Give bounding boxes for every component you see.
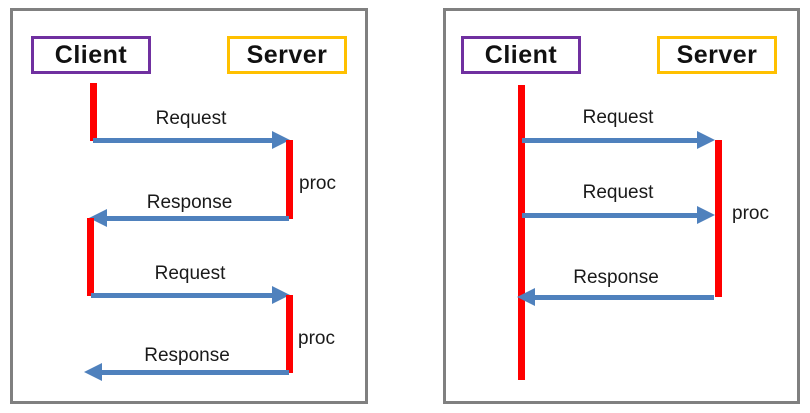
proc-label: proc [732, 203, 769, 224]
request-label: Request [155, 108, 227, 129]
actor-server: Server [227, 36, 347, 74]
response-label: Response [146, 192, 233, 213]
arrowhead-right-icon [697, 131, 715, 149]
arrowhead-right-icon [697, 206, 715, 224]
proc-label: proc [299, 173, 336, 194]
actor-client: Client [31, 36, 151, 74]
server-activation-bar [286, 295, 293, 373]
request-label: Request [582, 182, 654, 203]
arrow-shaft [93, 138, 277, 143]
client-activation-bar [90, 83, 97, 141]
sequence-panel-left: Client Server Request proc Response Requ… [10, 8, 368, 404]
arrow-shaft [102, 216, 289, 221]
client-activation-bar [87, 218, 94, 296]
arrowhead-right-icon [272, 131, 290, 149]
request-label: Request [154, 263, 226, 284]
arrow-shaft [91, 293, 277, 298]
actor-client: Client [461, 36, 581, 74]
proc-label: proc [298, 328, 335, 349]
server-activation-bar [286, 140, 293, 219]
arrow-shaft [522, 213, 702, 218]
arrow-shaft [97, 370, 289, 375]
request-label: Request [582, 107, 654, 128]
arrowhead-left-icon [84, 363, 102, 381]
arrow-shaft [530, 295, 714, 300]
response-label: Response [144, 345, 230, 366]
arrow-shaft [522, 138, 702, 143]
client-activation-bar [518, 85, 525, 380]
response-label: Response [573, 267, 659, 288]
sequence-panel-right: Client Server Request proc Request Respo… [443, 8, 800, 404]
arrowhead-right-icon [272, 286, 290, 304]
actor-server: Server [657, 36, 777, 74]
server-activation-bar [715, 140, 722, 297]
arrowhead-left-icon [517, 288, 535, 306]
